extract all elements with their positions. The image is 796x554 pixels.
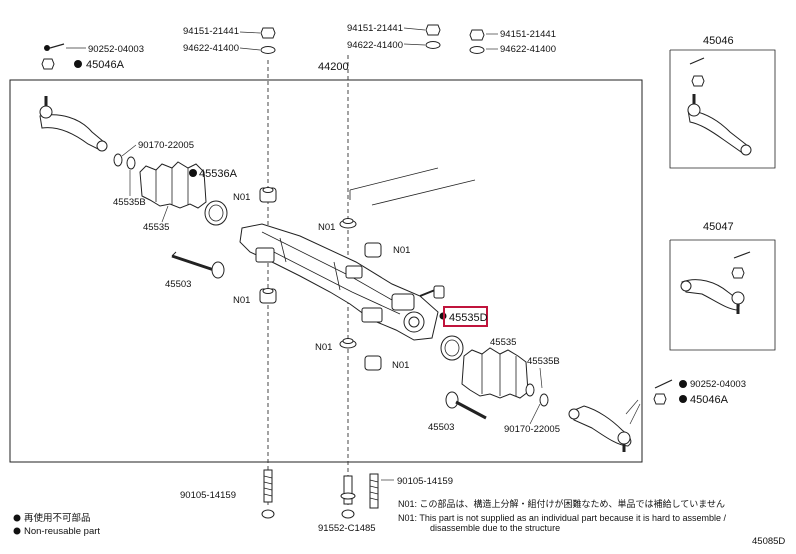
band-clamp-left xyxy=(204,200,228,226)
label-94151-c: 94151-21441 xyxy=(500,29,556,40)
label-94151-a: 94151-21441 xyxy=(183,26,239,37)
label-90170-left: 90170-22005 xyxy=(138,140,194,151)
label-n01-b: N01 xyxy=(233,295,250,306)
label-45046A-right: 45046A xyxy=(690,394,729,406)
diagram-code: 45085D xyxy=(752,536,785,547)
bushing-n01-b xyxy=(259,288,277,304)
label-45046A-left: 45046A xyxy=(86,59,125,71)
label-n01-c: N01 xyxy=(318,222,335,233)
bushing-n01-f xyxy=(364,355,382,371)
label-90170-right: 90170-22005 xyxy=(504,424,560,435)
cotter-pin-right xyxy=(654,379,687,389)
label-45535D: 45535D xyxy=(449,312,488,324)
label-94151-b: 94151-21441 xyxy=(347,23,403,34)
castle-nut-right xyxy=(653,393,687,405)
bushing-n01-c xyxy=(339,218,357,229)
non-reusable-dot-45536A xyxy=(189,169,197,177)
label-45535-right: 45535 xyxy=(490,337,516,348)
bolt-bottom-left xyxy=(261,469,275,519)
bolt-bottom-right xyxy=(369,473,379,509)
reference-lines xyxy=(349,167,476,206)
nut-group-left xyxy=(239,27,276,54)
label-90252-right: 90252-04003 xyxy=(690,379,746,390)
leader-90170-left xyxy=(121,144,137,157)
boot-left xyxy=(139,161,207,209)
label-45535-left: 45535 xyxy=(143,222,169,233)
label-45503-right: 45503 xyxy=(428,422,454,433)
bushing-n01-e xyxy=(339,338,357,349)
legend-en: Non-reusable part xyxy=(24,526,100,537)
steering-rack-housing xyxy=(239,223,445,341)
leader-45535B-right xyxy=(539,367,543,389)
note-en-2: disassemble due to the structure xyxy=(430,523,560,533)
label-94622-b: 94622-41400 xyxy=(347,40,403,51)
label-44200: 44200 xyxy=(318,61,349,73)
legend-dot xyxy=(13,514,21,522)
label-90105-a: 90105-14159 xyxy=(180,490,236,501)
frame-45047 xyxy=(669,239,776,351)
note-jp: N01: この部品は、構造上分解・組付けが困難なため、単品では補給していません xyxy=(398,498,725,509)
tie-rod-end-45046 xyxy=(687,57,752,156)
label-45046: 45046 xyxy=(703,35,734,47)
bolt-bottom-center xyxy=(340,475,356,519)
label-94622-a: 94622-41400 xyxy=(183,43,239,54)
label-n01-d: N01 xyxy=(393,245,410,256)
clamp-right xyxy=(525,383,549,407)
leader-90170-right xyxy=(529,403,541,425)
legend-dot-2 xyxy=(13,527,21,535)
label-45503-left: 45503 xyxy=(165,279,191,290)
note-en-1: N01: This part is not supplied as an ind… xyxy=(398,513,727,523)
leader-45535-left xyxy=(161,205,169,223)
tie-rod-end-45047 xyxy=(680,251,751,314)
leader-right-end-2 xyxy=(629,403,641,425)
cotter-pin-left xyxy=(44,43,86,51)
nut-group-right xyxy=(469,29,498,54)
clamp-left xyxy=(113,153,136,170)
label-91552: 91552-C1485 xyxy=(318,523,376,534)
label-45535B-right: 45535B xyxy=(527,356,560,367)
castle-nut-left xyxy=(41,58,82,70)
legend-jp: 再使用不可部品 xyxy=(24,512,91,524)
band-clamp-right xyxy=(440,335,464,361)
bushing-n01-a xyxy=(259,187,277,203)
label-90252-left: 90252-04003 xyxy=(88,44,144,55)
leader-right-end xyxy=(625,399,639,415)
label-45535B-left: 45535B xyxy=(113,197,146,208)
label-45536A: 45536A xyxy=(199,168,238,180)
label-45047: 45047 xyxy=(703,221,734,233)
tie-rod-end-left xyxy=(39,96,108,152)
frame-45046 xyxy=(669,49,776,169)
label-90105-b: 90105-14159 xyxy=(397,476,453,487)
inner-tie-rod-right xyxy=(445,391,487,420)
nut-group-center xyxy=(403,24,441,49)
highlight-box-45535D[interactable] xyxy=(443,306,488,327)
bushing-n01-d xyxy=(364,242,382,258)
label-n01-a: N01 xyxy=(233,192,250,203)
label-n01-e: N01 xyxy=(315,342,332,353)
assembly-frame xyxy=(9,79,643,463)
inner-tie-rod-left xyxy=(171,251,225,279)
label-94622-c: 94622-41400 xyxy=(500,44,556,55)
boot-right xyxy=(461,347,529,399)
label-n01-f: N01 xyxy=(392,360,409,371)
tie-rod-end-right xyxy=(568,405,632,452)
